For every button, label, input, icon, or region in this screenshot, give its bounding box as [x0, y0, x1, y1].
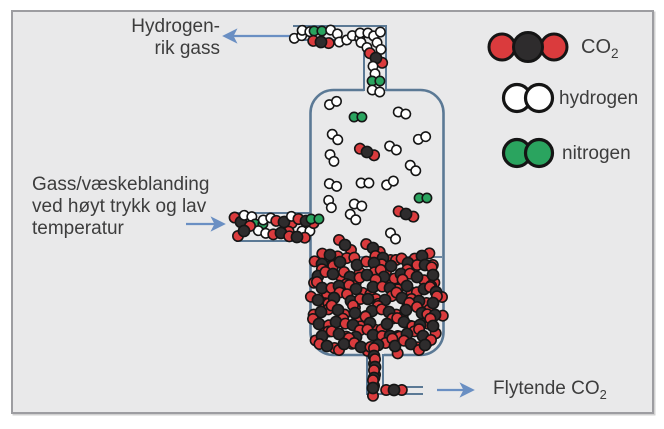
liquid-co2-subscript: 2	[599, 386, 607, 402]
legend-co2-molecule	[487, 31, 569, 63]
co2-molecule	[392, 205, 420, 223]
legend-h2-molecule	[501, 82, 555, 114]
h2-molecule	[355, 177, 375, 189]
legend-label-hydrogen: hydrogen	[559, 88, 639, 109]
hydrogen-rich-gas-label-line1: Hydrogen-	[131, 16, 220, 37]
co2-molecule	[375, 312, 399, 336]
co2-molecule	[413, 333, 437, 357]
h2-molecule	[323, 178, 343, 192]
feed-mixture-label-line3: temperatur	[32, 218, 124, 239]
co2-molecule	[353, 142, 381, 162]
feed-mixture-label: Gass/væskeblanding ved høyt trykk og lav…	[32, 174, 209, 240]
legend-label-co2: CO2	[581, 36, 619, 61]
co2-molecule	[366, 374, 380, 402]
h2-molecule	[324, 149, 340, 167]
co2-molecule	[232, 219, 256, 243]
pipe	[382, 354, 423, 388]
liquid-co2-label: Flytende CO2	[493, 378, 607, 402]
h2-molecule	[371, 37, 387, 55]
h2-molecule	[238, 209, 258, 223]
h2-molecule	[323, 194, 337, 214]
hydrogen-rich-gas-label-line2: rik gass	[154, 38, 220, 59]
legend-label-nitrogen: nitrogen	[562, 143, 631, 164]
h2-molecule	[326, 128, 344, 146]
h2-molecule	[257, 212, 277, 226]
co2-molecule	[386, 332, 404, 360]
n2-molecule	[366, 75, 386, 87]
h2-molecule	[384, 140, 402, 156]
legend-co2-subscript: 2	[611, 46, 619, 61]
h2-molecule	[325, 24, 343, 40]
h2-molecule	[381, 175, 399, 191]
h2-molecule	[366, 84, 386, 98]
h2-molecule	[344, 208, 362, 226]
n2-molecule	[308, 25, 328, 37]
h2-molecule	[384, 227, 402, 245]
feed-mixture-label-line2: ved høyt trykk og lav	[32, 196, 207, 217]
h2-molecule	[348, 198, 368, 212]
n2-molecule	[348, 111, 368, 123]
hydrogen-rich-gas-label: Hydrogen- rik gass	[60, 16, 220, 60]
n2-molecule	[413, 192, 433, 204]
co2-molecule	[319, 265, 347, 283]
co2-molecule	[307, 34, 335, 50]
co2-molecule	[283, 230, 311, 244]
h2-molecule	[392, 106, 412, 120]
h2-molecule	[412, 131, 432, 145]
co2-molecule	[380, 383, 408, 397]
n2-molecule	[305, 213, 325, 225]
h2-molecule	[404, 159, 422, 177]
feed-mixture-label-line1: Gass/væskeblanding	[32, 174, 210, 195]
h2-molecule	[323, 95, 343, 111]
legend-n2-molecule	[501, 137, 555, 169]
